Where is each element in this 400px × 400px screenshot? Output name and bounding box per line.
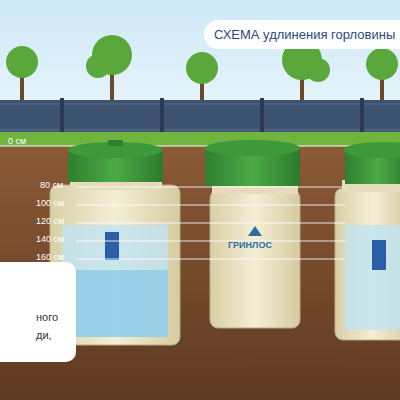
sky xyxy=(0,0,400,150)
depth-mark: 0 см xyxy=(8,136,26,146)
brand-logo: ГРИНЛОС xyxy=(228,240,272,250)
depth-mark: 100 см xyxy=(36,198,64,208)
note-text: ного ди, xyxy=(36,308,72,344)
title: СХЕМА удлинения горловины xyxy=(204,20,400,49)
depth-lines xyxy=(76,187,345,259)
depth-mark: 80 см xyxy=(40,180,63,190)
note-box: ного ди, xyxy=(0,262,76,362)
grass xyxy=(0,132,400,146)
depth-mark: 140 см xyxy=(36,234,64,244)
ground-line xyxy=(0,146,400,147)
depth-mark: 120 см xyxy=(36,216,64,226)
tank-middle xyxy=(205,140,300,328)
depth-mark: 160 см xyxy=(36,252,64,262)
